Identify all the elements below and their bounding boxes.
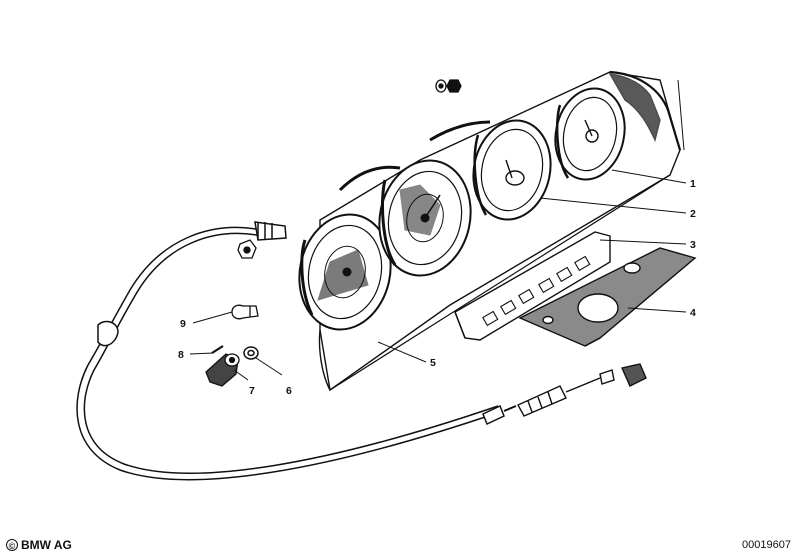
bulb-9 [231,304,259,320]
gauge-left-rev-counter [298,213,392,331]
part-number: 00019607 [742,539,791,551]
gauge-right-clock [554,87,626,181]
callout-5: 5 [430,357,436,369]
callout-3: 3 [690,239,696,251]
callout-2: 2 [690,208,696,220]
gauge-speedometer [378,159,472,277]
warning-light-panel [454,231,611,341]
gauge-center-small [472,119,552,221]
cable-drive-end [517,363,647,417]
callout-7: 7 [249,385,255,397]
nut-on-cable [237,239,257,259]
washer-6 [243,346,259,360]
callout-9: 9 [180,318,186,330]
leader-lines [189,169,687,381]
callout-6: 6 [286,385,292,397]
callout-4: 4 [690,307,696,319]
brand-label: BMW AG [21,538,72,552]
speedometer-cable [76,221,517,481]
bulb-socket-7 [205,353,240,387]
screw-and-nut [435,79,462,93]
gasket [518,247,697,347]
pin-8 [211,345,224,354]
callout-8: 8 [178,349,184,361]
copyright-icon: © [6,539,18,551]
copyright-notice: © BMW AG [6,538,72,552]
callout-1: 1 [690,178,696,190]
